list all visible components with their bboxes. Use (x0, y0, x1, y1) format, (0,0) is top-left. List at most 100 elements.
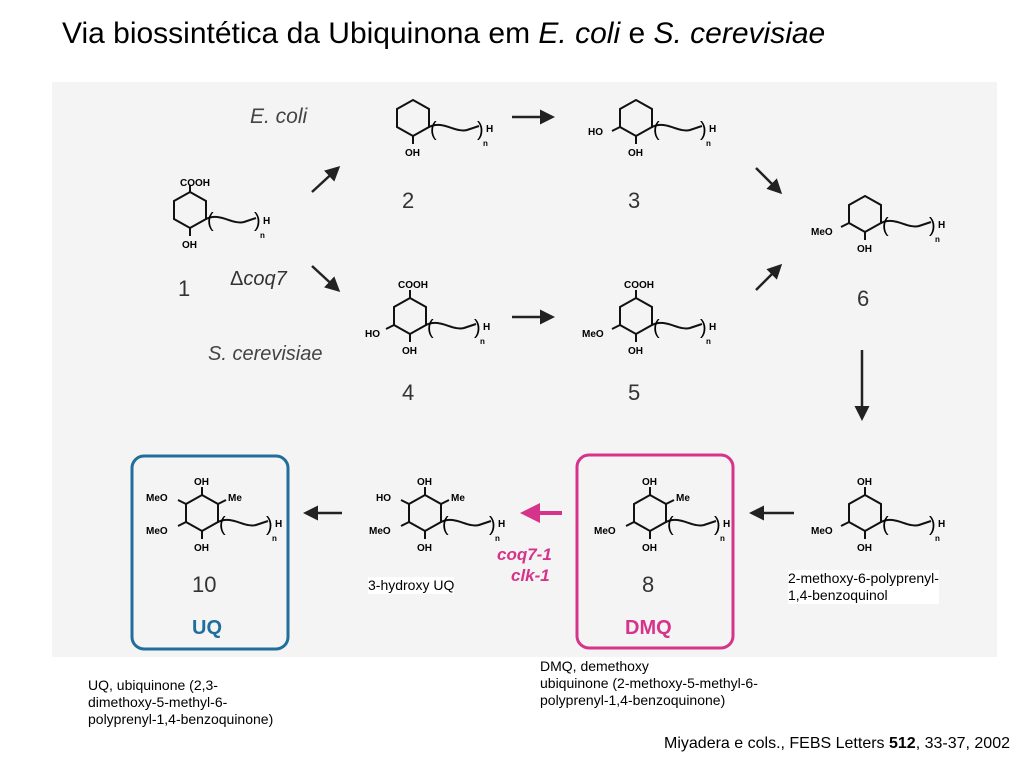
bracket: ( (882, 215, 889, 237)
compound-number-5: 5 (628, 380, 640, 405)
atom-h: H (498, 519, 505, 530)
compound-number-3: 3 (628, 188, 640, 213)
benzene-ring-2 (396, 98, 430, 138)
bracket: ( (219, 514, 226, 536)
arrow-1-to-4 (311, 265, 341, 293)
atom-h: H (723, 519, 730, 530)
compound-number-2: 2 (402, 188, 414, 213)
atom-cooh: COOH (180, 178, 210, 189)
citation-pages: , 33-37, 2002 (915, 735, 1010, 752)
bracket: ) (477, 119, 484, 141)
citation: Miyadera e cols., FEBS Letters 512, 33-3… (664, 734, 1010, 754)
subscript-n: n (935, 235, 940, 244)
molecule-1: COOH OH ( ) H n 1 (173, 178, 270, 301)
atom-me: Me (451, 493, 465, 504)
label-scerevisiae: S. cerevisiae (208, 343, 323, 365)
caption-line: DMQ, demethoxy (540, 658, 649, 674)
caption-line: polyprenyl-1,4-benzoquinone) (88, 711, 274, 727)
atom-oh: OH (417, 543, 432, 554)
title-conjunction: e (620, 17, 654, 50)
atom-meo: MeO (594, 526, 616, 537)
atom-oh: OH (642, 477, 657, 488)
atom-h: H (938, 519, 945, 530)
atom-h: H (275, 519, 282, 530)
pathway-panel (52, 82, 997, 657)
atom-oh: OH (642, 543, 657, 554)
compound-number-1: 1 (178, 276, 190, 301)
bracket: ( (653, 119, 660, 141)
atom-oh: OH (857, 543, 872, 554)
molecule-5: COOH OH MeO ( ) H n 5 (582, 280, 716, 405)
atom-cooh: COOH (624, 280, 654, 291)
atom-oh: OH (194, 477, 209, 488)
caption-line: polyprenyl-1,4-benzoquinone) (540, 692, 726, 708)
bracket: ( (667, 514, 674, 536)
benzene-ring-hydroxy-uq (408, 493, 442, 533)
atom-oh: OH (628, 346, 643, 357)
subscript-n: n (706, 337, 711, 346)
enzyme-label-clk-1: clk-1 (511, 566, 550, 585)
atom-oh: OH (182, 240, 197, 251)
caption-line: UQ, ubiquinone (2,3- (88, 677, 218, 693)
atom-meo: MeO (369, 526, 391, 537)
atom-meo: MeO (811, 227, 833, 238)
compound-number-6: 6 (857, 286, 869, 311)
atom-oh: OH (417, 477, 432, 488)
slide-title: Via biossintética da Ubiquinona em E. co… (62, 14, 825, 54)
molecule-3-hydroxy-uq: OH OH HO MeO Me ( ) H n (369, 477, 505, 554)
caption-benzoquinol: 2-methoxy-6-polyprenyl- 1,4-benzoquinol (788, 570, 939, 604)
bracket: ) (489, 514, 496, 536)
bracket: ( (427, 317, 434, 339)
bracket: ) (929, 514, 936, 536)
bracket: ) (700, 317, 707, 339)
atom-h: H (483, 322, 490, 333)
citation-volume: 512 (889, 735, 916, 752)
compound-number-8: 8 (642, 572, 654, 597)
bracket: ) (714, 514, 721, 536)
atom-oh: OH (628, 148, 643, 159)
compound-number-4: 4 (402, 380, 414, 405)
caption-line: 1,4-benzoquinol (788, 587, 888, 603)
atom-oh: OH (405, 148, 420, 159)
atom-ho: HO (376, 493, 391, 504)
atom-oh: OH (857, 477, 872, 488)
atom-oh: OH (194, 543, 209, 554)
benzene-ring-10 (185, 493, 219, 533)
bracket: ( (653, 317, 660, 339)
molecule-benzoquinol: OH OH MeO ( ) H n (811, 477, 945, 554)
bracket: ) (474, 317, 481, 339)
atom-me: Me (676, 493, 690, 504)
dmq-highlight-box (575, 453, 735, 650)
benzene-ring-4 (393, 296, 427, 336)
caption-uq: UQ, ubiquinone (2,3- dimethoxy-5-methyl-… (88, 677, 274, 728)
benzene-ring-3 (619, 98, 653, 138)
bracket: ) (266, 514, 273, 536)
title-prefix: Via biossintética da Ubiquinona em (62, 17, 539, 50)
caption-dmq: DMQ, demethoxy ubiquinone (2-methoxy-5-m… (540, 658, 758, 709)
bracket: ) (254, 210, 261, 232)
subscript-n: n (706, 139, 711, 148)
caption-line: dimethoxy-5-methyl-6- (88, 694, 228, 710)
dmq-label: DMQ (625, 617, 672, 639)
enzyme-label-coq7-1: coq7-1 (497, 545, 552, 564)
arrow-3-to-6 (755, 167, 783, 195)
caption-line: 2-methoxy-6-polyprenyl- (788, 570, 939, 586)
molecule-3: OH HO ( ) H n 3 (588, 98, 716, 213)
title-organism-scerevisiae: S. cerevisiae (653, 17, 826, 50)
benzene-ring-1 (173, 190, 207, 230)
atom-ho: HO (588, 127, 603, 138)
delta-symbol: Δ (230, 268, 243, 290)
atom-meo: MeO (582, 329, 604, 340)
subscript-n: n (480, 337, 485, 346)
atom-h: H (709, 124, 716, 135)
caption-3-hydroxy-uq: 3-hydroxy UQ (368, 577, 455, 594)
citation-text: Miyadera e cols., FEBS Letters (664, 735, 889, 752)
benzene-ring-6 (848, 194, 882, 234)
title-organism-ecoli: E. coli (538, 17, 621, 50)
atom-meo: MeO (146, 493, 168, 504)
subscript-n: n (935, 534, 940, 543)
atom-h: H (486, 124, 493, 135)
molecule-8: OH OH MeO Me ( ) H n 8 (594, 477, 730, 597)
molecule-4: COOH OH HO ( ) H n 4 (365, 280, 490, 405)
